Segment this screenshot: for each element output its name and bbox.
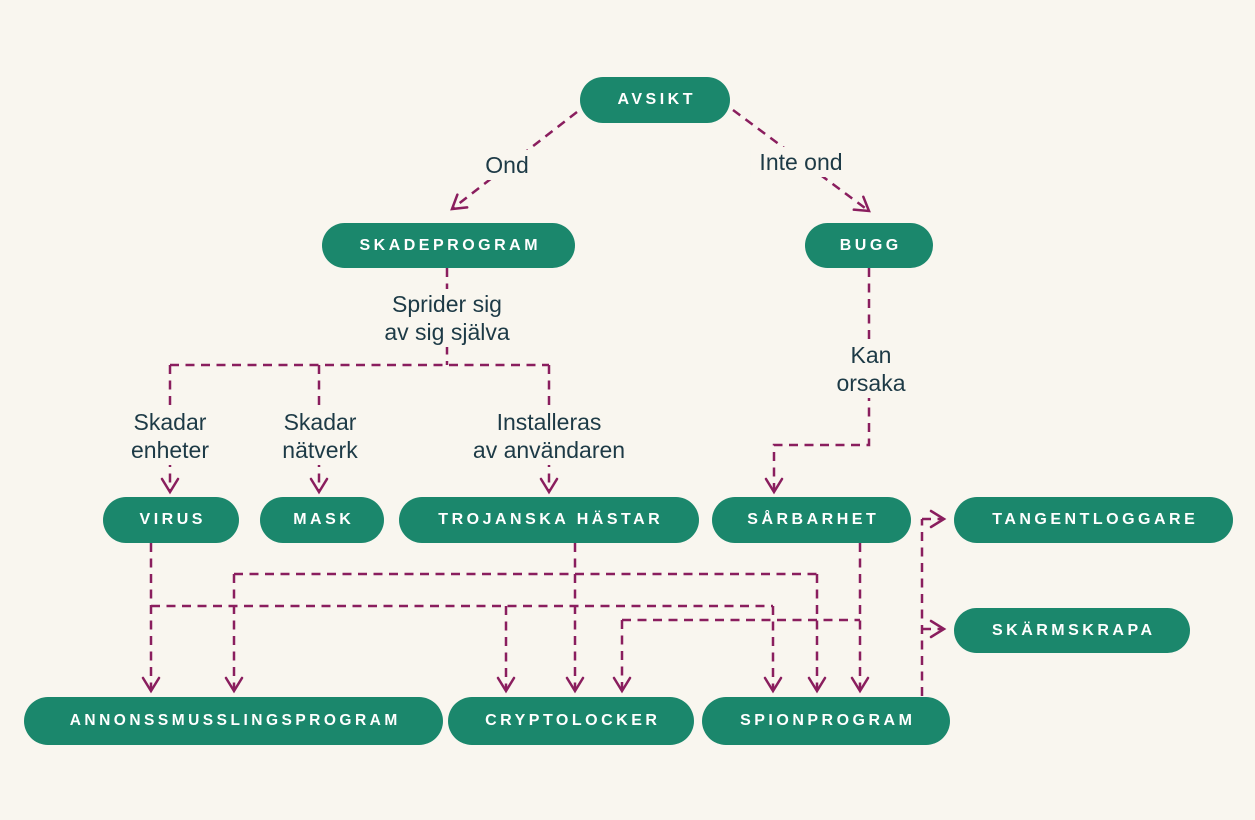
edge-label-sprider-sig: Sprider sig av sig själva: [375, 289, 519, 347]
node-annonssmusslingsprogram: ANNONSSMUSSLINGSPROGRAM: [24, 697, 443, 745]
node-sarbarhet: SÅRBARHET: [712, 497, 911, 543]
edge-bugg-sarbarhet: [764, 268, 871, 495]
node-avsikt: AVSIKT: [580, 77, 730, 123]
edge-label-inte-ond: Inte ond: [750, 147, 852, 177]
node-skarmskrapa: SKÄRMSKRAPA: [954, 608, 1190, 653]
edge-label-ond: Ond: [476, 150, 538, 180]
node-tangentloggare: TANGENTLOGGARE: [954, 497, 1233, 543]
edge-label-installeras: Installeras av användaren: [463, 407, 635, 465]
node-virus: VIRUS: [103, 497, 239, 543]
node-skadeprogram: SKADEPROGRAM: [322, 223, 575, 268]
node-mask: MASK: [260, 497, 384, 543]
node-trojanska-hastar: TROJANSKA HÄSTAR: [399, 497, 699, 543]
node-cryptolocker: CRYPTOLOCKER: [448, 697, 694, 745]
edge-label-skadar-enheter: Skadar enheter: [121, 407, 219, 465]
edge-label-skadar-natverk: Skadar nätverk: [273, 407, 367, 465]
node-bugg: BUGG: [805, 223, 933, 268]
edge-label-kan-orsaka: Kan orsaka: [827, 340, 915, 398]
node-spionprogram: SPIONPROGRAM: [702, 697, 950, 745]
